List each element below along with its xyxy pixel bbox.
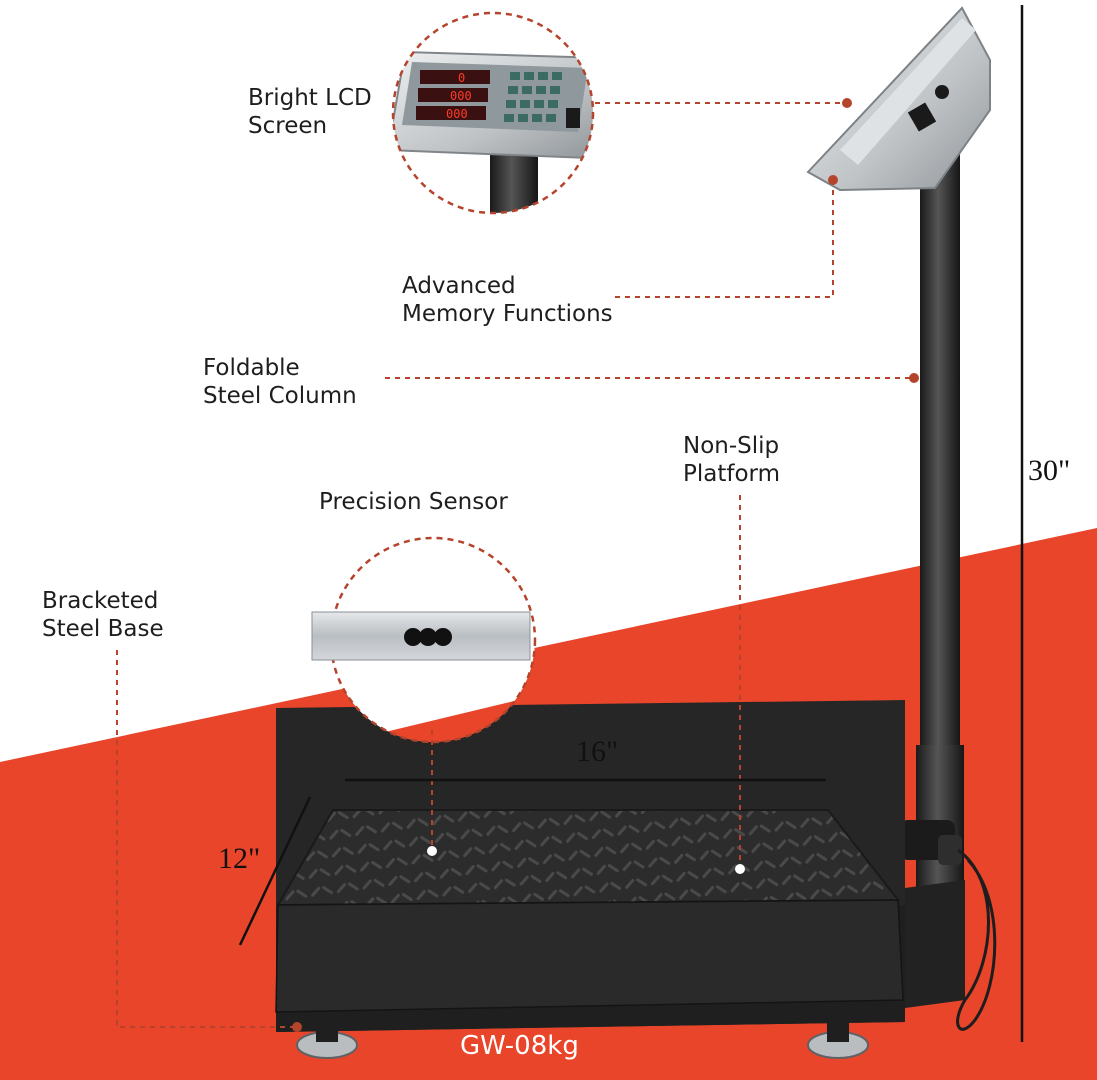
callout-column-line1: Foldable [203,355,300,381]
callout-steel-column: Foldable Steel Column [203,354,357,410]
depth-dimension-line [238,796,312,946]
column-bracket [890,880,965,1010]
callout-steel-base: Bracketed Steel Base [42,587,164,643]
callout-column-line2: Steel Column [203,383,357,409]
callout-bright-lcd-line2: Screen [248,113,328,139]
callout-base-line2: Steel Base [42,616,164,642]
callout-bright-lcd: Bright LCD Screen [248,84,372,140]
callout-precision-sensor: Precision Sensor [319,488,508,516]
callout-memory-line2: Memory Functions [402,301,613,327]
callout-bright-lcd-line1: Bright LCD [248,85,372,111]
callout-memory-functions: Advanced Memory Functions [402,272,613,328]
callout-platform-line2: Platform [683,461,780,487]
callout-base-line1: Bracketed [42,588,159,614]
callout-memory-line1: Advanced [402,273,516,299]
non-slip-platform [276,809,901,907]
height-dimension-label: 30" [1028,454,1071,487]
callout-platform-line1: Non-Slip [683,433,780,459]
callout-non-slip-platform: Non-Slip Platform [683,432,780,488]
load-cell-hole [404,628,452,646]
svg-text:000: 000 [450,89,472,103]
depth-dimension-label: 12" [218,842,261,875]
callout-sensor-line1: Precision Sensor [319,489,508,515]
svg-text:0: 0 [458,71,465,85]
lcd-zoom-circle: 0 000 000 [393,13,593,213]
steel-column [920,150,960,750]
model-label: GW-08kg [460,1031,579,1061]
leader-lines [116,102,912,1028]
svg-text:000: 000 [446,107,468,121]
cable [956,848,997,1031]
width-dimension-label: 16" [576,735,619,768]
